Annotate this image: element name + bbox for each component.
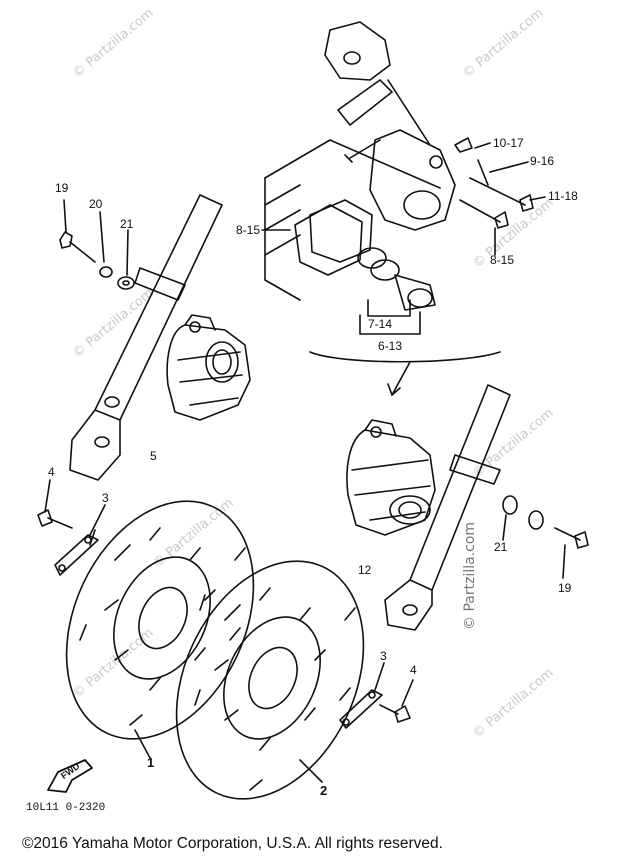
label-part-19: 19 [558,581,572,595]
label-part-12: 12 [358,563,372,577]
label-part-11-18: 11-18 [548,189,578,203]
left-fork-leg [69,194,223,481]
diagram-code: 10L11 0-2320 [26,802,106,814]
label-part-21: 21 [494,540,508,554]
label-part-7-14: 7-14 [368,317,393,331]
right-bolt-washers [502,495,589,579]
right-fork-leg [384,384,511,631]
label-part-9-16: 9-16 [530,154,555,168]
label-part-8-15: 8-15 [236,223,261,237]
left-caliper [166,314,251,421]
label-part-1: 1 [147,755,155,770]
label-part-20: 20 [89,197,103,211]
left-bolt-washers [59,199,135,290]
label-part-21: 21 [120,217,134,231]
label-part-8-15: 8-15 [490,253,515,267]
label-part-6-13: 6-13 [378,339,403,353]
exploded-caliper [261,21,546,396]
label-part-19: 19 [55,181,69,195]
label-part-5: 5 [150,449,157,463]
right-caliper [346,419,436,536]
label-part-3: 3 [380,649,387,663]
lower-right-plate [339,662,414,729]
exploded-parts-diagram [37,21,589,800]
brake-disc-1 [65,500,255,740]
label-part-3: 3 [102,491,109,505]
label-part-4: 4 [410,663,417,677]
upper-left-plate [37,479,106,576]
label-part-4: 4 [48,465,55,479]
label-part-2: 2 [320,783,328,798]
forward-arrow-icon [47,759,93,793]
copyright-notice: ©2016 Yamaha Motor Corporation, U.S.A. A… [22,835,443,852]
label-part-10-17: 10-17 [493,136,524,150]
brake-disc-2 [175,560,365,800]
